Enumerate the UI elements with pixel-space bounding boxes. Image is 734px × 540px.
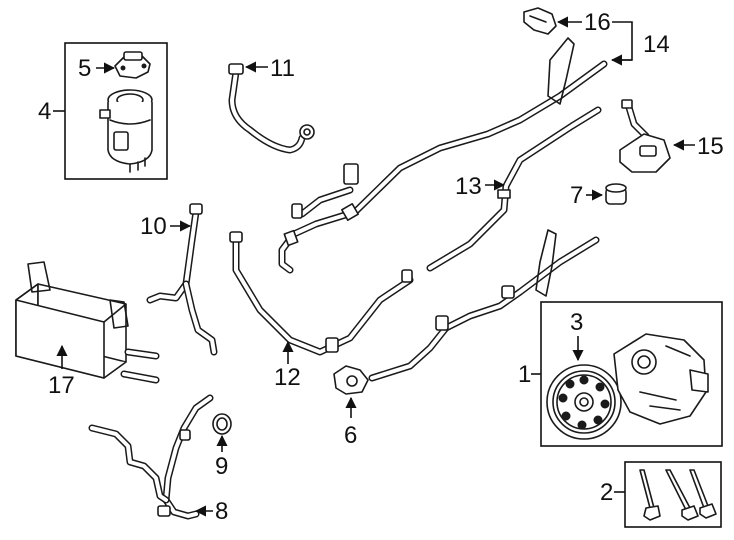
callout-17: 17 — [48, 372, 75, 399]
power-steering-cooler[interactable] — [15, 261, 160, 384]
cooler-hose[interactable] — [146, 203, 218, 356]
power-steering-reservoir[interactable] — [99, 89, 153, 173]
lower-cooler-hose[interactable] — [88, 394, 214, 520]
callout-14: 14 — [643, 31, 670, 58]
pressure-line-assembly[interactable] — [278, 37, 608, 274]
reservoir-hose[interactable] — [228, 63, 315, 154]
line-clip[interactable] — [523, 7, 557, 35]
callout-1: 1 — [518, 361, 531, 388]
bolts-group-box — [624, 461, 722, 528]
callout-8: 8 — [215, 498, 228, 525]
callout-6: 6 — [344, 422, 357, 449]
callout-2: 2 — [600, 479, 613, 506]
line-fitting[interactable] — [619, 99, 671, 173]
callout-7: 7 — [570, 182, 583, 209]
callout-4: 4 — [38, 98, 51, 125]
callout-9: 9 — [215, 453, 228, 480]
cooler-line[interactable] — [229, 231, 414, 356]
callout-12: 12 — [274, 364, 301, 391]
callout-11: 11 — [270, 55, 295, 82]
pump-bolts[interactable] — [639, 469, 717, 521]
callout-3: 3 — [570, 309, 583, 336]
power-steering-pump[interactable] — [546, 333, 709, 440]
dust-cap[interactable] — [605, 183, 627, 205]
reservoir-cap[interactable] — [114, 51, 151, 79]
callout-10: 10 — [140, 213, 167, 240]
pump-pressure-hose[interactable] — [333, 229, 600, 395]
callout-16: 16 — [584, 9, 611, 36]
seal-cap[interactable] — [212, 413, 232, 435]
callout-5: 5 — [78, 55, 91, 82]
callout-13: 13 — [455, 173, 482, 200]
callout-15: 15 — [697, 133, 724, 160]
leader-14-bracket — [612, 21, 633, 61]
